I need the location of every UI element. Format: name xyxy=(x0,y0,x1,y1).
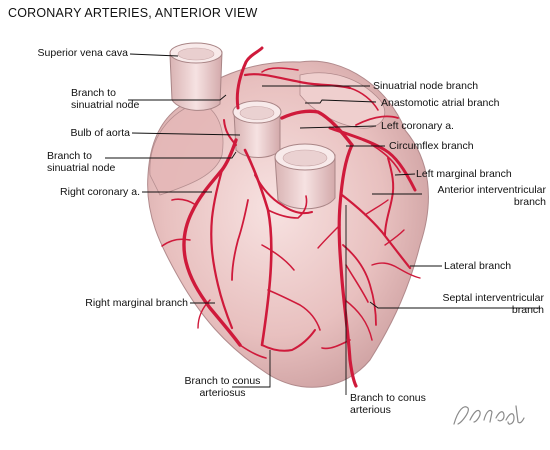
label-anterior-interventricular-branch: Anterior interventricular branch xyxy=(437,184,546,208)
label-lateral-branch: Lateral branch xyxy=(444,260,512,272)
leader-lines xyxy=(105,53,540,395)
label-left-coronary: Left coronary a. xyxy=(381,120,454,132)
label-right-coronary: Right coronary a. xyxy=(60,186,140,198)
label-anastomotic-atrial-branch: Anastomotic atrial branch xyxy=(381,97,500,109)
label-septal-interventricular-branch: Septal interventricular branch xyxy=(442,292,544,316)
left-marginal-vessel xyxy=(384,157,395,236)
label-branch-conus-arterious-bottom: Branch to conus arterious xyxy=(350,392,426,416)
coronary-arteries xyxy=(161,46,421,388)
label-branch-sinuatrial-node-lower: Branch to sinuatrial node xyxy=(47,150,116,174)
label-left-marginal-branch: Left marginal branch xyxy=(416,168,512,180)
right-marginal-vessel xyxy=(210,168,234,330)
sinuatrial-node-branch-vessel xyxy=(235,46,264,110)
label-branch-conus-arteriosus-left: Branch to conus arteriosus xyxy=(184,375,261,399)
right-coronary-vessel xyxy=(182,138,242,347)
label-superior-vena-cava: Superior vena cava xyxy=(37,47,128,59)
label-right-marginal-branch: Right marginal branch xyxy=(85,297,188,309)
superior-vena-cava xyxy=(169,51,223,111)
right-atrium xyxy=(149,101,224,196)
label-branch-sinuatrial-node-upper: Branch to sinuatrial node xyxy=(71,87,140,111)
circumflex-vessel xyxy=(328,126,417,192)
label-circumflex-branch: Circumflex branch xyxy=(389,140,474,152)
lad-vessel xyxy=(337,143,358,388)
label-bulb-of-aorta: Bulb of aorta xyxy=(70,127,130,139)
artist-signature xyxy=(453,405,525,425)
label-sinuatrial-node-branch: Sinuatrial node branch xyxy=(373,80,479,92)
septal-vessel xyxy=(345,264,369,303)
conus-branch-vessel xyxy=(261,329,316,352)
figure-title: CORONARY ARTERIES, ANTERIOR VIEW xyxy=(8,6,258,20)
